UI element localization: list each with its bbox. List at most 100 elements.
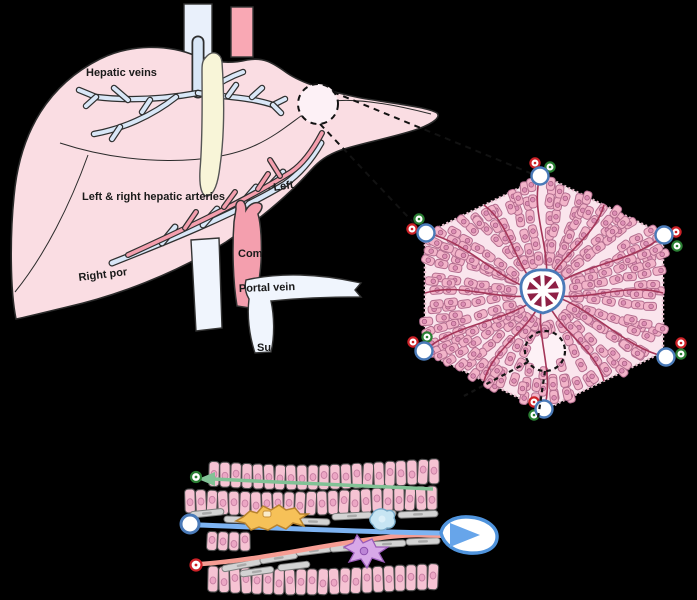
hepatocyte (586, 370, 599, 385)
vessel-fill (84, 95, 98, 108)
hepatocyte-nucleus (573, 219, 579, 226)
detail-hepatocyte (316, 568, 330, 596)
vessel-fill (140, 98, 152, 114)
kupffer-cell-nucleus (378, 515, 386, 523)
hepatocyte-nucleus (548, 181, 554, 187)
detail-hepatocyte (306, 568, 318, 596)
detail-hepatocyte-nucleus (241, 499, 249, 508)
magnifier-cone-line-top (332, 91, 541, 178)
hepatocyte (448, 310, 463, 320)
hepatocyte (646, 279, 661, 290)
hepatocyte-nucleus (562, 195, 569, 202)
stellate-cell-nucleus (262, 510, 272, 518)
hepatocyte (619, 339, 633, 353)
hepatocyte (502, 300, 517, 311)
hepatocyte-nucleus (476, 312, 483, 319)
hepatocyte-nucleus (652, 247, 658, 253)
hepatocyte-nucleus (644, 333, 650, 339)
detail-hepatocyte-nucleus (208, 535, 216, 544)
label-portal-vein: Portal vein (239, 281, 296, 295)
hepatocyte-nucleus (458, 362, 464, 368)
hepatocyte (623, 314, 638, 325)
hepatocyte (503, 285, 518, 295)
hepatocyte (419, 316, 434, 327)
hepatocyte-nucleus (446, 358, 452, 364)
hepatocyte-nucleus (549, 242, 555, 248)
detail-hepatocyte (205, 489, 219, 515)
hepatocyte-nucleus (546, 197, 553, 203)
central-vein-wedge (545, 295, 554, 307)
hepatocyte-nucleus (476, 220, 483, 227)
hepatocyte-nucleus (517, 216, 523, 223)
vessel-fill (92, 95, 178, 136)
hepatocyte-nucleus (527, 215, 533, 221)
hepatocyte-nucleus (620, 300, 627, 306)
detail-hepatocyte-nucleus (362, 497, 370, 506)
detail-hepatocyte-nucleus (320, 471, 328, 479)
hepatocyte (654, 322, 669, 335)
hepatocyte-nucleus (452, 265, 458, 271)
hepatocyte-nucleus (515, 195, 521, 201)
detail-hepatocyte (294, 568, 308, 596)
detail-hepatocyte (283, 568, 297, 596)
detail-hepatocyte (262, 567, 274, 596)
hepatocyte-nucleus (585, 253, 591, 260)
hepatocyte-nucleus (470, 340, 477, 346)
hepatocyte-nucleus (532, 241, 539, 247)
liver-lobule (406, 157, 687, 421)
hepatocyte-nucleus (551, 395, 557, 401)
triad-bileduct-dot (532, 413, 536, 417)
detail-hepatocyte-nucleus (219, 498, 227, 507)
hepatocyte-nucleus (624, 343, 630, 350)
hepatocyte (470, 242, 485, 255)
detail-hepatocyte (241, 462, 253, 490)
hepatocyte-nucleus (648, 227, 654, 234)
portal-vein-vessel (244, 274, 363, 354)
detail-hepatocyte (414, 485, 428, 512)
detail-hepatocyte (394, 564, 406, 592)
lobule-pale-zone (525, 331, 565, 371)
detail-hepatocyte-nucleus (264, 575, 272, 584)
hepatocyte-nucleus (514, 245, 521, 252)
vessel-fill (271, 103, 283, 115)
detail-hepatocyte-nucleus (285, 498, 293, 507)
hepatocyte (583, 332, 598, 346)
detail-hepatocyte-nucleus (397, 469, 405, 478)
hepatocyte-nucleus (619, 368, 625, 374)
hepatocyte-nucleus (610, 360, 617, 366)
hepatocyte (457, 299, 472, 309)
triad-artery-dot (410, 227, 414, 231)
hepatocyte-nucleus (511, 271, 517, 277)
hepatocyte-nucleus (443, 244, 449, 251)
hepatocyte (472, 215, 486, 230)
hepatocyte-nucleus (571, 307, 578, 313)
hepatocyte-nucleus (483, 226, 490, 232)
vessel-fill (112, 86, 130, 102)
liver-left-lobe-line (14, 154, 89, 293)
detail-hepatocyte (361, 566, 373, 594)
detail-hepatocyte (349, 488, 361, 514)
triad-portal-vein-circle (530, 166, 550, 186)
hepatocyte-nucleus (530, 197, 536, 203)
hepatocyte-nucleus (442, 253, 448, 260)
detail-hepatocyte (371, 565, 385, 594)
central-vein (519, 268, 566, 315)
hepatocyte-nucleus (475, 298, 482, 305)
hepatocyte (433, 349, 448, 362)
hepatocyte (616, 215, 631, 230)
hepatocyte-nucleus (614, 276, 621, 282)
hepatocyte (630, 300, 646, 310)
endothelial-nucleus (236, 563, 247, 568)
hepatocyte (421, 254, 436, 266)
central-vein-wedge (527, 293, 539, 302)
hepatocyte-nucleus (530, 228, 536, 234)
hepatocyte-nucleus (494, 368, 500, 374)
hepatocyte-nucleus (519, 385, 526, 392)
hepatocyte (442, 354, 457, 367)
detail-hepatocyte (219, 461, 231, 488)
detail-hepatocyte-nucleus (263, 499, 271, 508)
hepatocyte (568, 282, 584, 293)
label-right-portal-fragment: Right por (78, 266, 129, 284)
detail-hepatocyte-nucleus (241, 535, 249, 544)
hepatocyte-nucleus (463, 337, 469, 344)
